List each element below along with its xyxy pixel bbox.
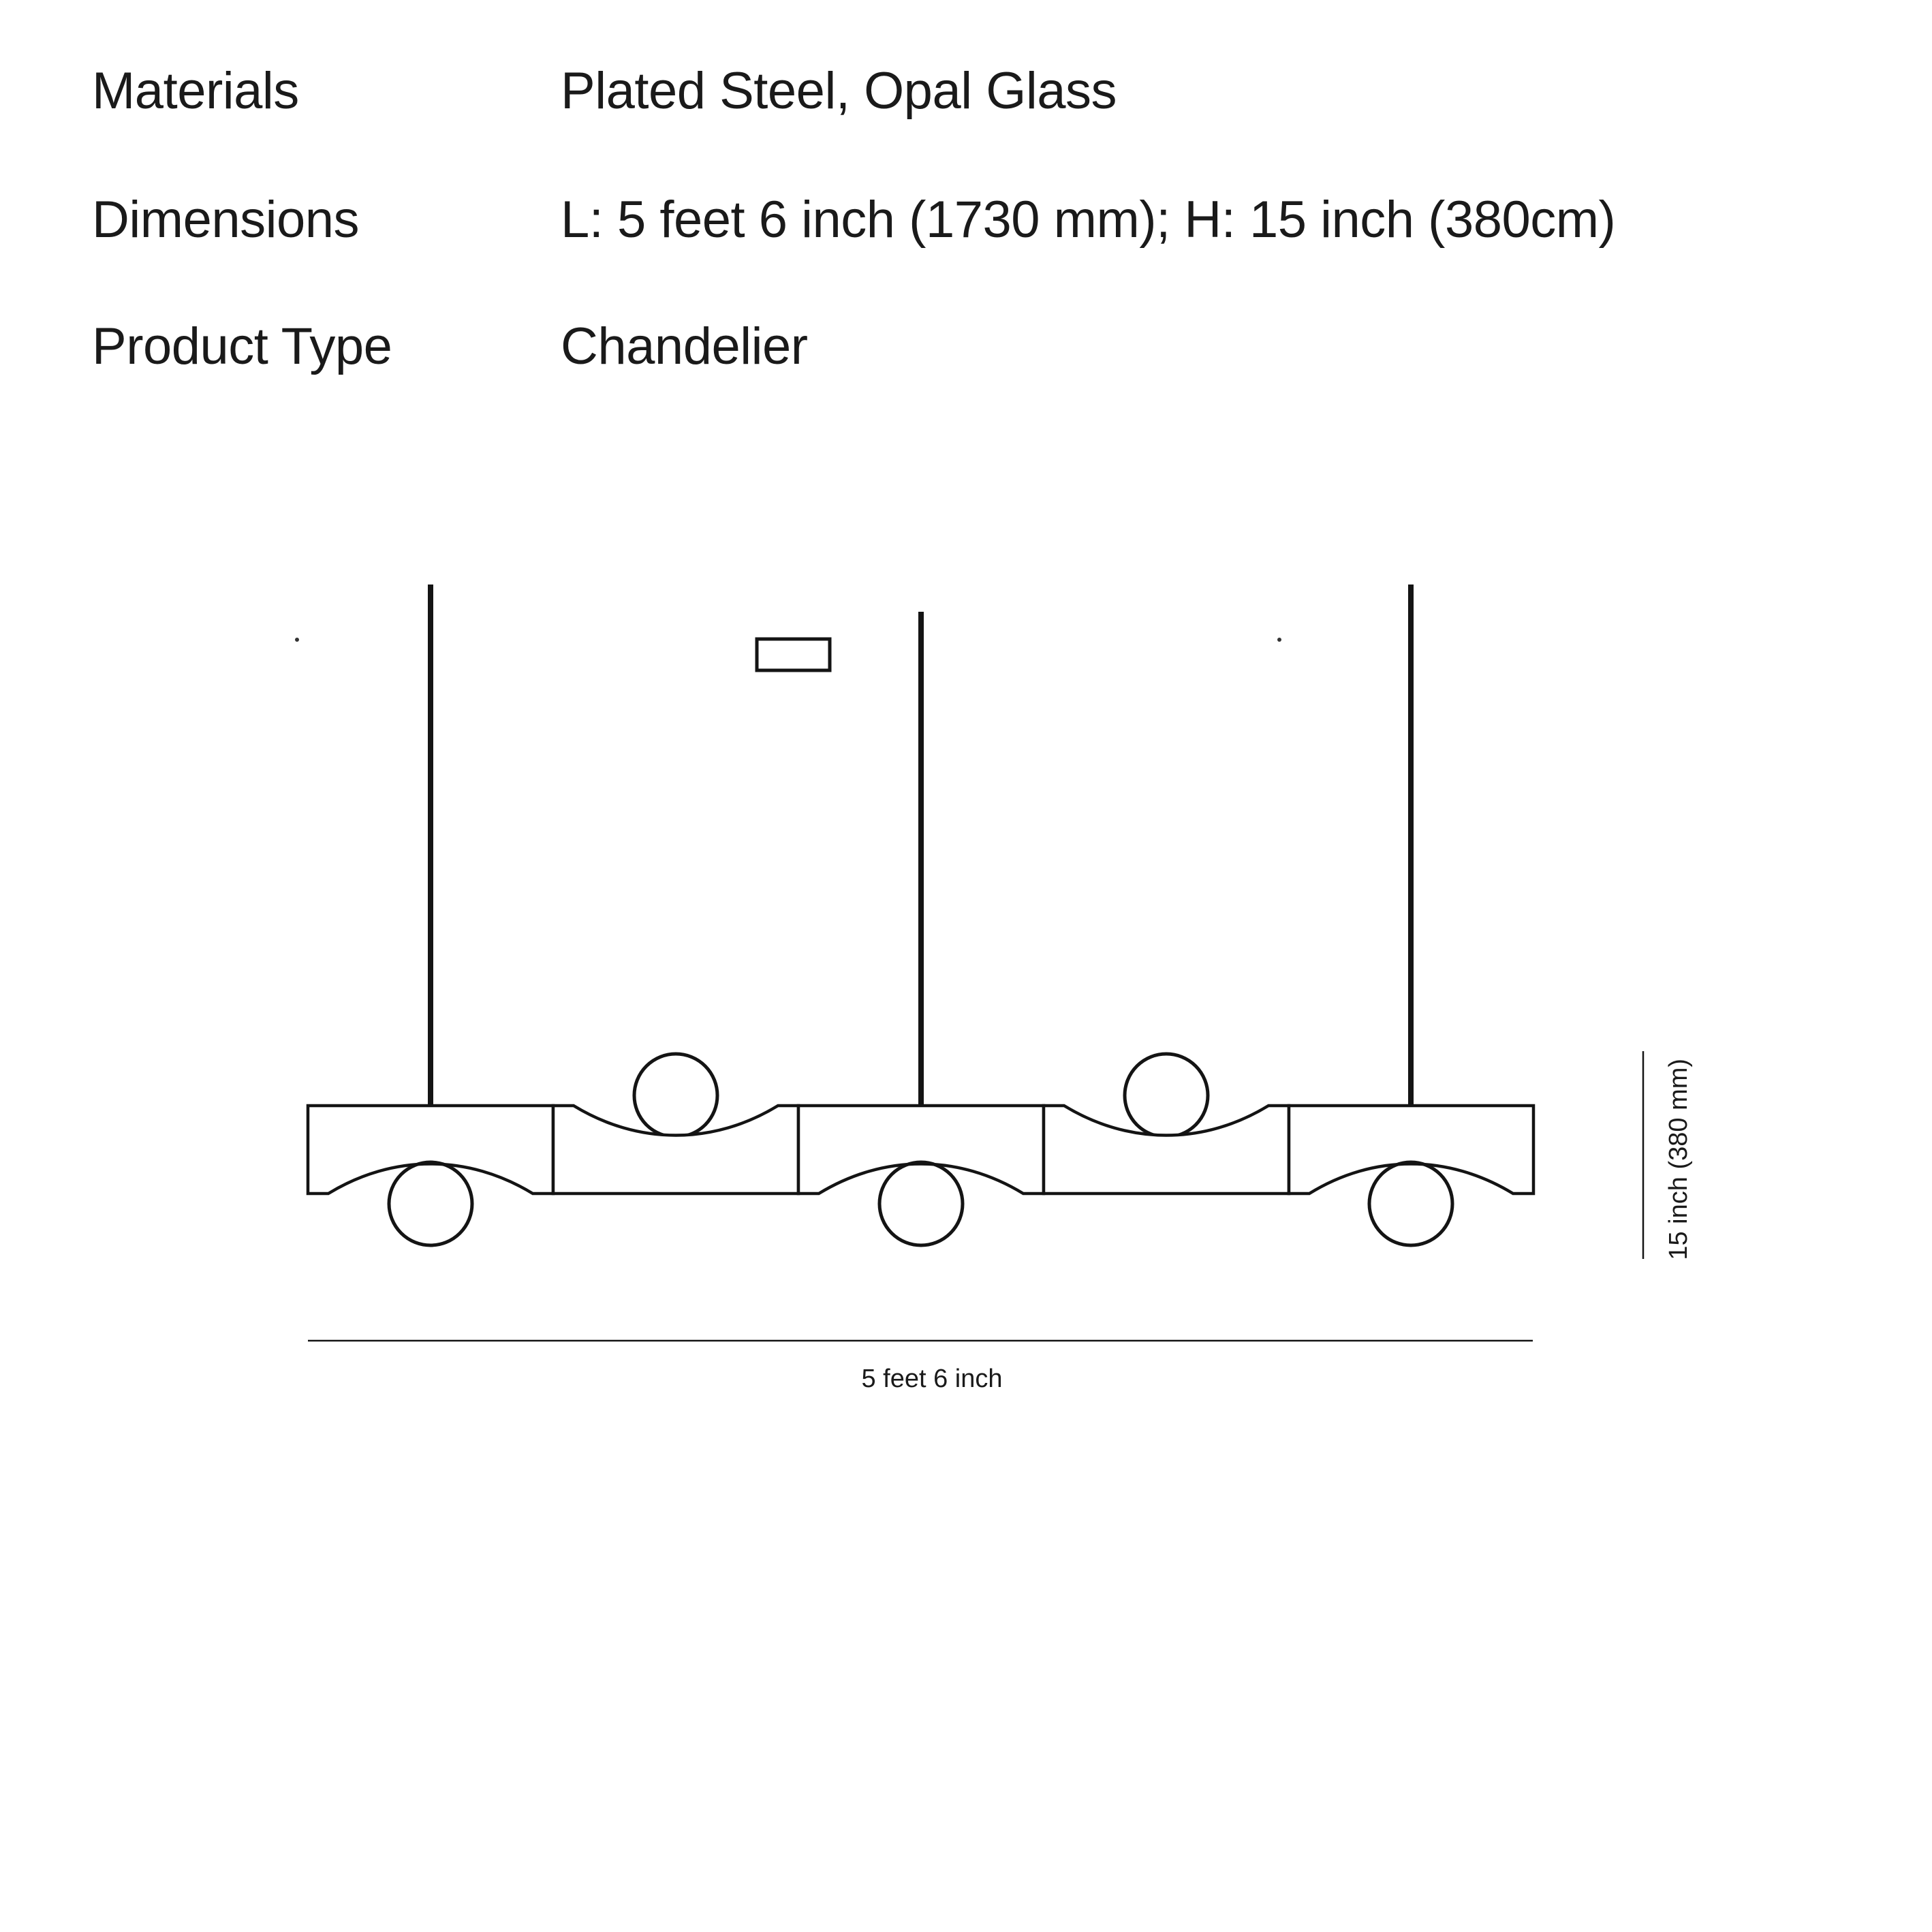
glass-globe-bottom-2 [877, 1160, 965, 1247]
stray-dot-left [295, 638, 299, 642]
glass-globe-top-2 [1123, 1052, 1210, 1139]
module-2-arch-up [551, 1104, 800, 1196]
module-4-arch-up [1042, 1104, 1291, 1196]
glass-globe-bottom-1 [387, 1160, 474, 1247]
canopy-rectangle [755, 637, 832, 672]
spec-label-dimensions: Dimensions [92, 191, 360, 249]
module-1-arch-down [306, 1104, 555, 1196]
spec-value-dimensions: L: 5 feet 6 inch (1730 mm); H: 15 inch (… [561, 191, 1616, 249]
spec-value-materials: Plated Steel, Opal Glass [561, 62, 1117, 120]
width-dimension-label: 5 feet 6 inch [861, 1365, 1003, 1393]
glass-globe-top-1 [632, 1052, 719, 1139]
stray-dot-right [1277, 638, 1281, 642]
module-5-arch-down [1287, 1104, 1536, 1196]
glass-globe-bottom-3 [1367, 1160, 1454, 1247]
spec-label-product-type: Product Type [92, 317, 392, 375]
height-dimension-label: 15 inch (380 mm) [1664, 1058, 1694, 1260]
spec-value-product-type: Chandelier [561, 317, 808, 375]
spec-label-materials: Materials [92, 62, 299, 120]
module-3-arch-down [796, 1104, 1046, 1196]
